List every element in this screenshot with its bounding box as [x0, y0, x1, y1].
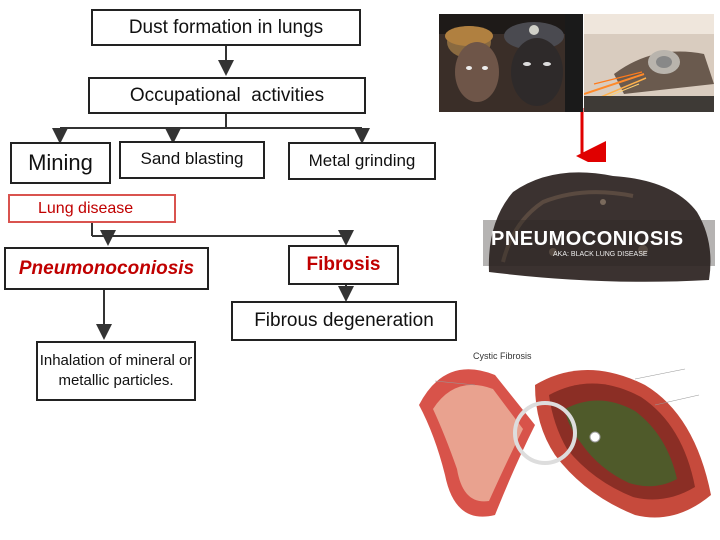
lung-disease-text: Lung disease — [38, 199, 134, 217]
fibrous-degeneration-text: Fibrous degeneration — [254, 310, 434, 331]
title-box: Dust formation in lungs — [91, 9, 361, 46]
fibrous-degeneration-box: Fibrous degeneration — [231, 301, 457, 341]
pneumo-subtitle: AKA: BLACK LUNG DISEASE — [553, 251, 648, 258]
inhalation-text: Inhalation of mineral or metallic partic… — [39, 352, 193, 389]
fibrosis-box: Fibrosis — [288, 245, 399, 285]
metal-grinding-text: Metal grinding — [308, 151, 416, 170]
pneumonoconiosis-text: Pneumonoconiosis — [18, 257, 195, 279]
inhalation-box: Inhalation of mineral or metallic partic… — [36, 341, 196, 401]
occupational-text: Occupational activities — [129, 84, 325, 106]
pneumoconiosis-image: PNEUMOCONIOSIS AKA: BLACK LUNG DISEASE — [483, 162, 715, 286]
cf-title: Cystic Fibrosis — [473, 351, 532, 361]
metal-grinding-box: Metal grinding — [288, 142, 436, 180]
pneumo-title: PNEUMOCONIOSIS — [491, 228, 684, 250]
mining-box: Mining — [10, 142, 111, 184]
miners-photo — [439, 14, 583, 112]
sand-blasting-text: Sand blasting — [140, 149, 244, 168]
fibrosis-text: Fibrosis — [306, 254, 381, 275]
title-text: Dust formation in lungs — [128, 16, 324, 38]
sand-blasting-box: Sand blasting — [119, 141, 265, 179]
mining-text: Mining — [28, 150, 93, 175]
pneumonoconiosis-box: Pneumonoconiosis — [4, 247, 209, 290]
grinding-photo — [584, 14, 714, 112]
lung-disease-box: Lung disease — [8, 194, 176, 223]
cystic-fibrosis-image: Cystic Fibrosis — [415, 345, 715, 535]
occupational-box: Occupational activities — [88, 77, 366, 114]
